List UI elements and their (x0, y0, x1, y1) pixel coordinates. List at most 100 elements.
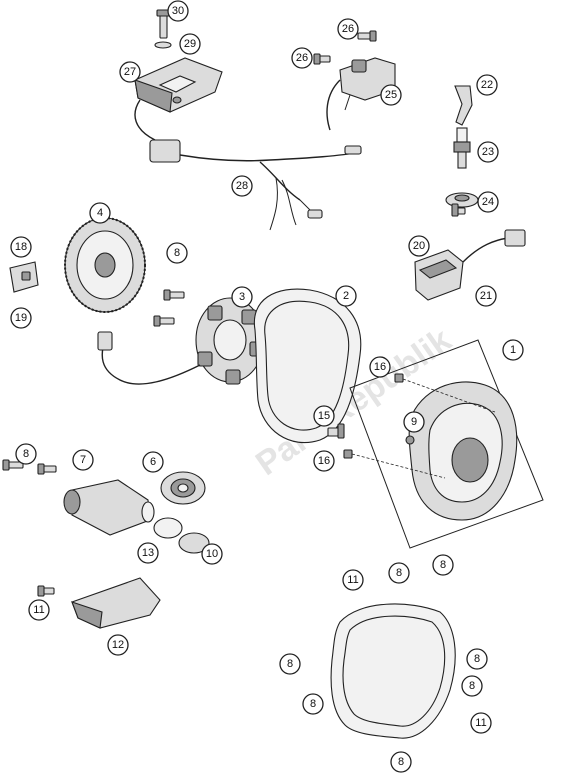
svg-text:11: 11 (347, 574, 358, 586)
svg-text:13: 13 (142, 547, 154, 559)
bushing-10-drawing (178, 532, 210, 554)
wiring-harness-drawing (134, 99, 362, 231)
leader-16-upper (402, 378, 496, 413)
svg-text:3: 3 (239, 291, 245, 303)
callout-2: 2 (335, 285, 357, 307)
svg-text:12: 12 (112, 639, 124, 651)
callout-8-gasket-left: 8 (279, 653, 301, 675)
svg-text:23: 23 (482, 146, 494, 158)
callout-8-gasket-bottom: 8 (390, 751, 412, 773)
svg-text:11: 11 (475, 717, 486, 729)
svg-text:4: 4 (97, 207, 103, 219)
leader-16-lower (351, 453, 446, 479)
svg-text:8: 8 (440, 559, 446, 571)
svg-text:8: 8 (469, 680, 475, 692)
spark-plug-connector-drawing (454, 85, 473, 126)
callout-19: 19 (10, 307, 32, 329)
voltage-regulator-drawing (414, 229, 526, 301)
svg-text:18: 18 (15, 241, 27, 253)
screw-15-drawing (327, 423, 345, 439)
callout-8-gasket-topright: 8 (432, 554, 454, 576)
callout-22: 22 (476, 74, 498, 96)
svg-text:26: 26 (342, 23, 354, 35)
callout-25: 25 (380, 84, 402, 106)
svg-text:16: 16 (374, 361, 386, 373)
callout-24: 24 (477, 191, 499, 213)
svg-text:15: 15 (318, 410, 330, 422)
callout-8-gasket-top: 8 (388, 562, 410, 584)
svg-text:30: 30 (172, 5, 184, 17)
callout-9: 9 (403, 411, 425, 433)
svg-text:8: 8 (287, 658, 293, 670)
callout-1: 1 (502, 339, 524, 361)
callout-21: 21 (475, 285, 497, 307)
spark-plug-drawing (453, 127, 471, 169)
plug-9-drawing (405, 435, 415, 445)
bolt-21-drawing (451, 203, 466, 217)
callout-26-left: 26 (291, 47, 313, 69)
ignition-cover-frame (349, 339, 544, 549)
bolt-8-starter-right-drawing (37, 463, 57, 475)
callout-20: 20 (408, 235, 430, 257)
svg-text:26: 26 (296, 52, 308, 64)
svg-text:22: 22 (481, 79, 493, 91)
svg-text:25: 25 (385, 89, 397, 101)
o-ring-13-drawing (153, 517, 183, 539)
starter-motor-drawing (63, 479, 155, 536)
svg-text:8: 8 (174, 247, 180, 259)
svg-text:11: 11 (33, 604, 44, 616)
svg-text:8: 8 (474, 653, 480, 665)
callout-11-gasket-top: 11 (342, 569, 364, 591)
svg-text:28: 28 (236, 180, 248, 192)
callout-30: 30 (167, 0, 189, 22)
callout-28: 28 (231, 175, 253, 197)
cover-gasket-upper-drawing (253, 288, 362, 444)
bolt-8-stator-drawing (163, 289, 185, 301)
svg-text:19: 19 (15, 312, 27, 324)
callout-8-starter: 8 (15, 443, 37, 465)
starter-freewheel-drawing (160, 471, 206, 505)
svg-text:1: 1 (510, 344, 516, 356)
svg-text:16: 16 (318, 455, 330, 467)
callout-6: 6 (142, 451, 164, 473)
svg-text:29: 29 (184, 38, 196, 50)
bolt-8-stator-lower-drawing (153, 315, 175, 327)
bolt-8-starter-left-drawing (2, 459, 24, 471)
screw-26-left-drawing (313, 53, 331, 65)
svg-text:27: 27 (124, 66, 136, 78)
svg-text:7: 7 (80, 454, 86, 466)
ignition-cover-drawing (408, 381, 518, 521)
svg-text:6: 6 (150, 456, 156, 468)
ignition-control-unit-drawing (134, 57, 223, 113)
bolt-30-drawing (156, 9, 171, 39)
svg-text:21: 21 (480, 290, 492, 302)
callout-7: 7 (72, 449, 94, 471)
svg-text:8: 8 (398, 756, 404, 768)
callout-8-gasket-bottomleft: 8 (302, 693, 324, 715)
svg-text:8: 8 (23, 448, 29, 460)
callout-26-top: 26 (337, 18, 359, 40)
callout-8-gasket-right-b: 8 (461, 675, 483, 697)
bolt-11-cover-drawing (37, 585, 55, 597)
callout-12: 12 (107, 634, 129, 656)
trigger-bracket-drawing (9, 261, 39, 293)
callout-16-upper: 16 (369, 356, 391, 378)
callout-18: 18 (10, 236, 32, 258)
callout-11-cover: 11 (28, 599, 50, 621)
callout-16-lower: 16 (313, 450, 335, 472)
spark-plug-seal-drawing (445, 192, 479, 208)
svg-text:8: 8 (396, 567, 402, 579)
callout-3: 3 (231, 286, 253, 308)
svg-text:20: 20 (413, 240, 425, 252)
callout-13: 13 (137, 542, 159, 564)
callout-10: 10 (201, 543, 223, 565)
callout-8-stator: 8 (166, 242, 188, 264)
svg-text:10: 10 (206, 548, 218, 560)
washer-29-drawing (154, 41, 172, 49)
svg-text:24: 24 (482, 196, 494, 208)
callout-27: 27 (119, 61, 141, 83)
callout-8-gasket-right-a: 8 (466, 648, 488, 670)
starter-cover-drawing (71, 577, 161, 629)
callout-11-gasket-bottom: 11 (470, 712, 492, 734)
